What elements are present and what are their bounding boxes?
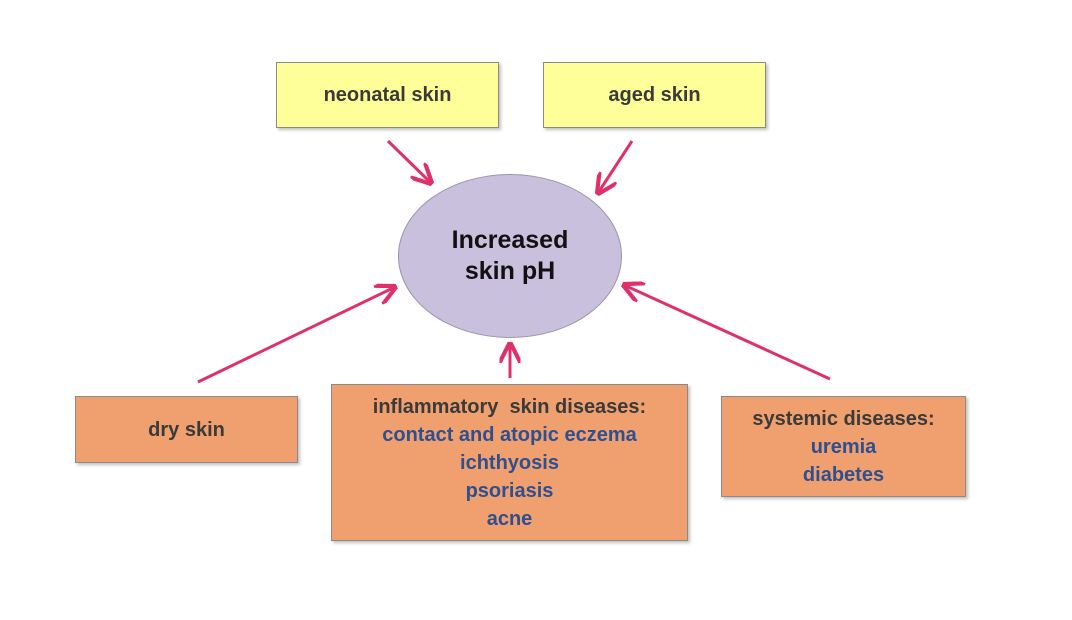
neonatal-skin-box: neonatal skin: [276, 62, 499, 128]
arrow-aged-to-center: [598, 140, 634, 193]
systemic-item-diabetes: diabetes: [802, 463, 885, 486]
inflammatory-heading: inflammatory skin diseases:: [372, 395, 647, 418]
dry-skin-label: dry skin: [148, 418, 225, 441]
arrow-neonatal-to-center: [386, 139, 431, 183]
inflammatory-item-eczema: contact and atopic eczema: [382, 423, 637, 446]
center-label-line-1: Increased: [451, 226, 569, 254]
systemic-diseases-box: systemic diseases: uremia diabetes: [721, 396, 966, 497]
inflammatory-item-acne: acne: [486, 507, 533, 530]
aged-skin-box: aged skin: [543, 62, 766, 128]
aged-skin-label: aged skin: [608, 84, 701, 106]
inflammatory-skin-diseases-box: inflammatory skin diseases: contact and …: [331, 384, 688, 541]
arrow-systemic-to-center: [624, 285, 831, 381]
arrow-dry-to-center: [197, 287, 395, 384]
inflammatory-item-psoriasis: psoriasis: [465, 479, 554, 502]
neonatal-skin-label: neonatal skin: [323, 84, 452, 106]
center-label-line-2: skin pH: [464, 257, 556, 285]
dry-skin-box: dry skin: [75, 396, 298, 463]
systemic-heading: systemic diseases:: [752, 407, 935, 430]
systemic-item-uremia: uremia: [810, 435, 877, 458]
inflammatory-item-ichthyosis: ichthyosis: [460, 451, 559, 474]
increased-skin-ph-node: Increased skin pH: [398, 174, 622, 338]
